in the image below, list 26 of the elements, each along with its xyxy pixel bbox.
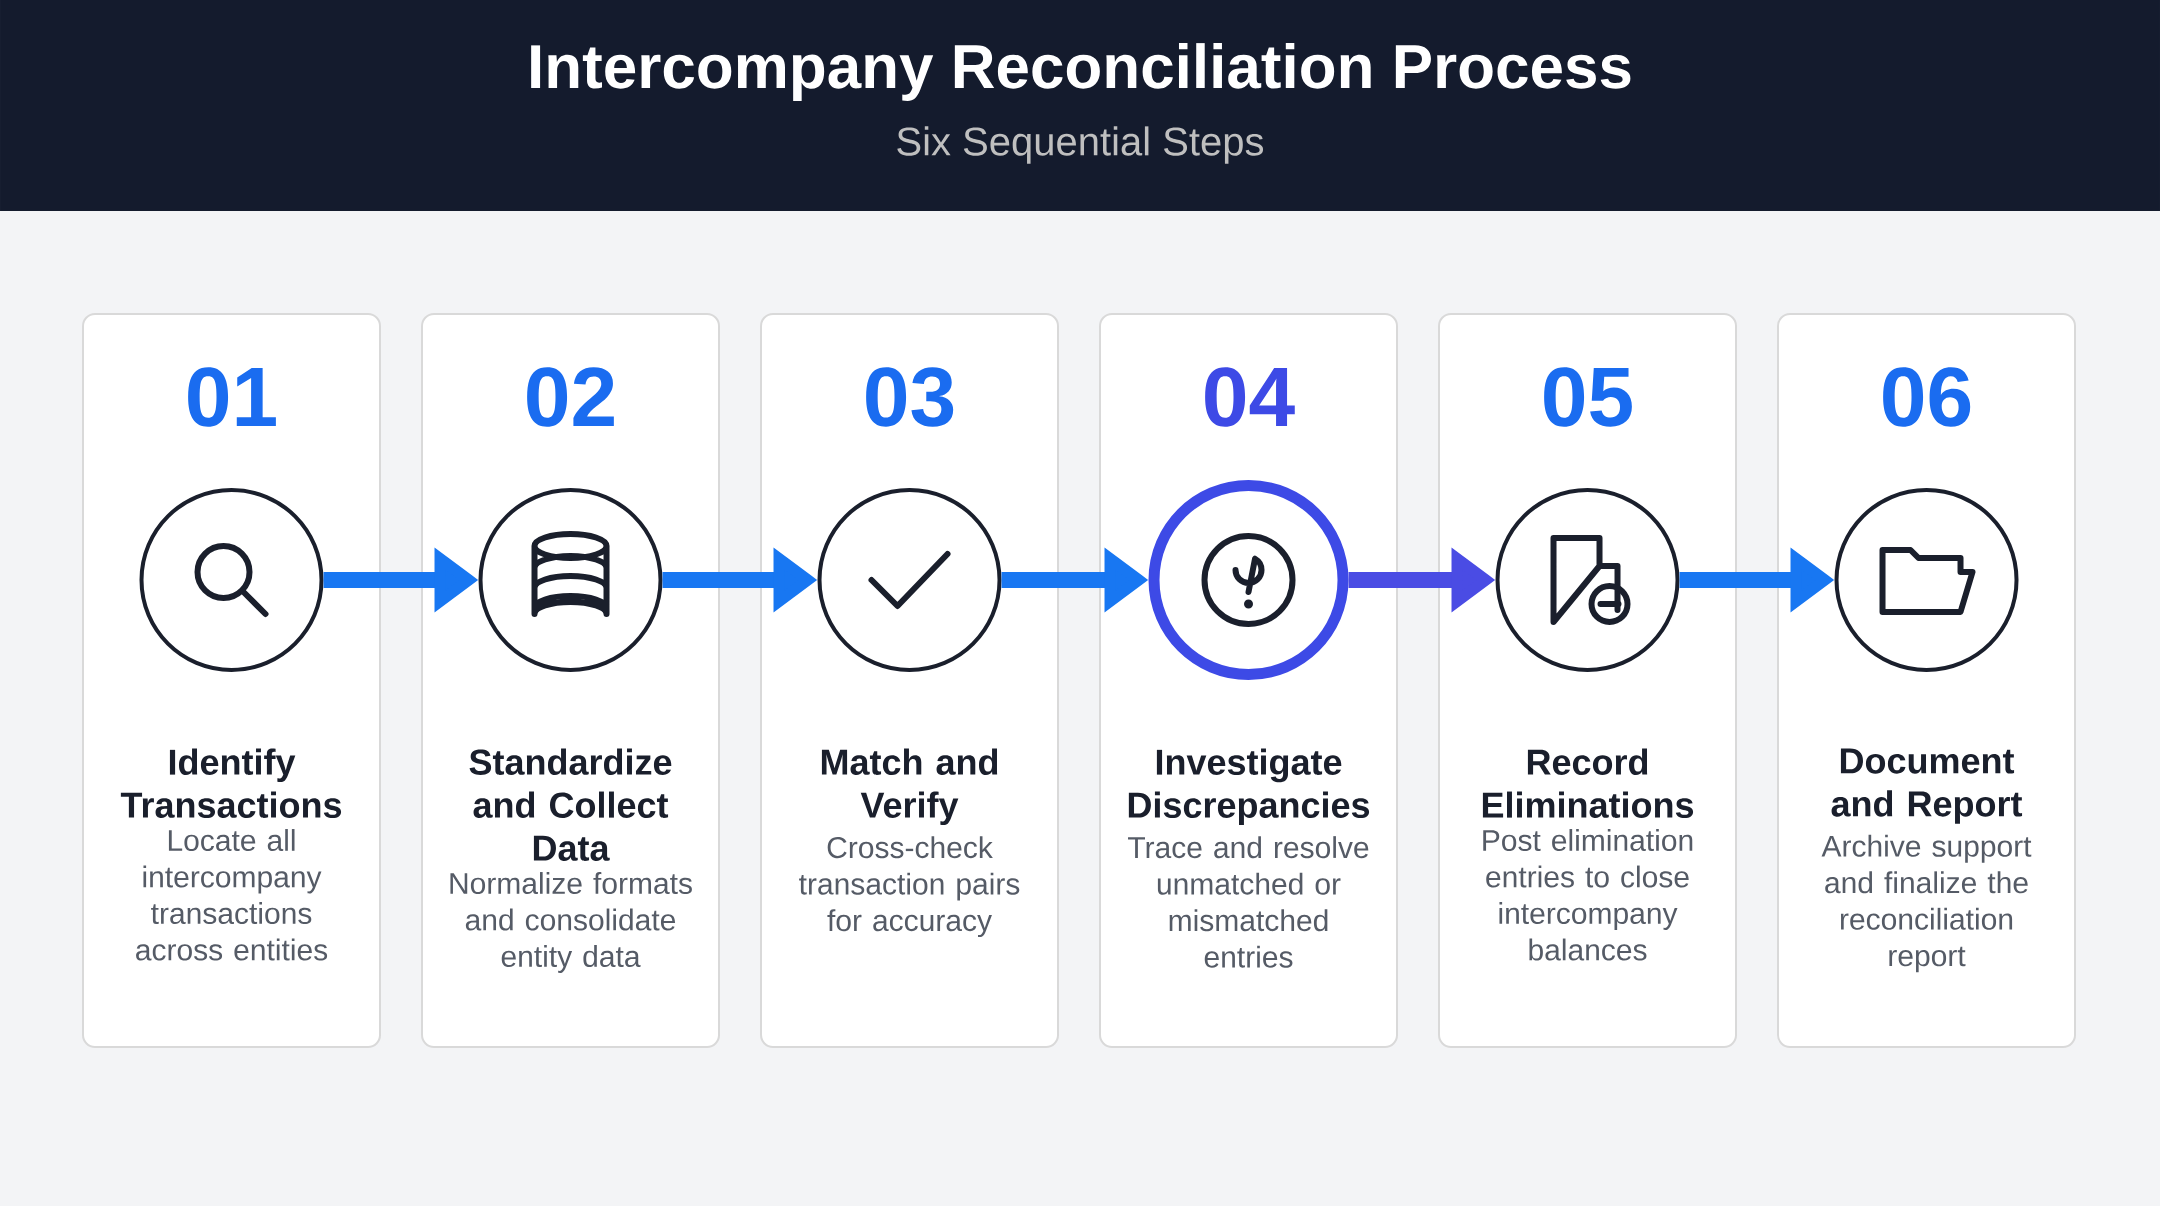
subtitle: Six Sequential Steps [897, 126, 1264, 164]
icon-circle [1834, 488, 2019, 672]
step-description: Locate all intercompany transactions across entities [136, 829, 328, 961]
step-description: Cross-check transaction pairs for accuracy [799, 836, 1020, 938]
step-number: 04 [1205, 367, 1295, 427]
icon-circle [817, 488, 1002, 672]
step-description: Trace and resolve unmatched or mismatched entries [1128, 836, 1369, 968]
step-description: Normalize formats and consolidate entity data [450, 872, 692, 973]
step-description: Post elimination entries to close intercompany balances [1483, 829, 1693, 961]
step-title: Document and Report [1831, 748, 2023, 824]
step-title: Match and Verify [821, 748, 998, 826]
icon-circle [139, 488, 324, 672]
title: Intercompany Reconciliation Process [531, 43, 1631, 101]
step-number: 05 [1544, 367, 1632, 427]
step-number: 01 [188, 367, 276, 427]
step-title: Standardize and Collect Data [469, 748, 672, 861]
step-title: Record Eliminations [1482, 748, 1694, 818]
icon-circle [1148, 480, 1349, 680]
step-title: Investigate Discrepancies [1128, 748, 1370, 826]
step-number: 03 [866, 367, 954, 427]
step-description: Archive support and finalize the reconciliation report [1821, 834, 2032, 973]
step-number: 06 [1883, 367, 1971, 427]
step-number: 02 [527, 367, 614, 427]
icon-circle [478, 488, 663, 672]
icon-circle [1495, 488, 1680, 672]
step-title: Identify Transactions [120, 748, 342, 818]
